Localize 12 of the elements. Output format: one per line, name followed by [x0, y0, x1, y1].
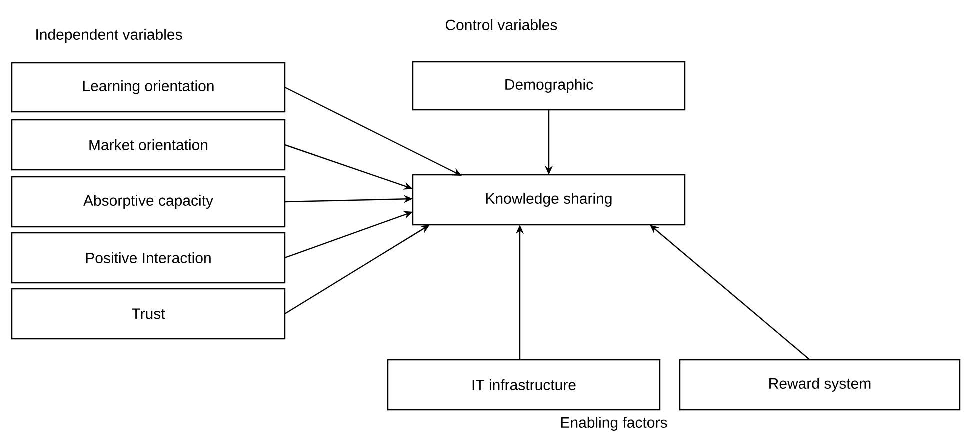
variable-box: Absorptive capacity	[11, 176, 286, 228]
variable-box: Reward system	[679, 359, 961, 411]
variable-box: Knowledge sharing	[412, 174, 686, 226]
variable-box: Learning orientation	[11, 62, 286, 113]
group-heading: Enabling factors	[561, 417, 668, 431]
variable-box: IT infrastructure	[387, 359, 661, 411]
group-heading: Independent variables	[36, 29, 182, 43]
variable-box: Trust	[11, 288, 286, 340]
group-heading: Control variables	[446, 19, 558, 30]
variable-box: Demographic	[412, 61, 686, 111]
variable-box: Market orientation	[11, 119, 286, 171]
variable-box: Positive Interaction	[11, 232, 286, 284]
